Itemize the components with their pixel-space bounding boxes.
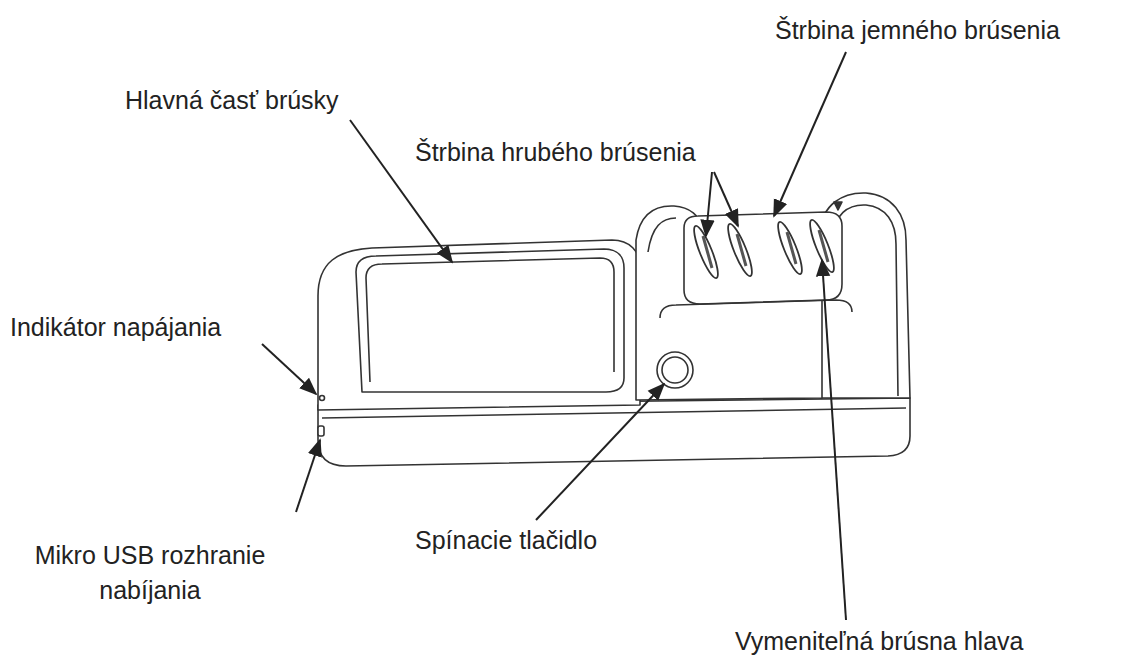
part-label: Vymeniteľná brúsna hlava [735,626,1023,656]
sharpening-slots [690,218,838,280]
main-panel [356,249,624,392]
part-label: Mikro USB rozhranie nabíjania [5,538,295,608]
power-indicator [320,396,325,401]
slot-marker [834,202,842,210]
part-label: Spínacie tlačidlo [415,525,597,555]
usb-port [318,426,324,436]
leader-lines [262,52,846,620]
part-label: Štrbina jemného brúsenia [775,15,1060,45]
part-label: Indikátor napájania [10,312,221,342]
part-label: Štrbina hrubého brúsenia [415,137,696,167]
power-button [657,352,693,388]
part-label: Hlavná časť brúsky [125,85,339,115]
main-body [318,240,640,410]
